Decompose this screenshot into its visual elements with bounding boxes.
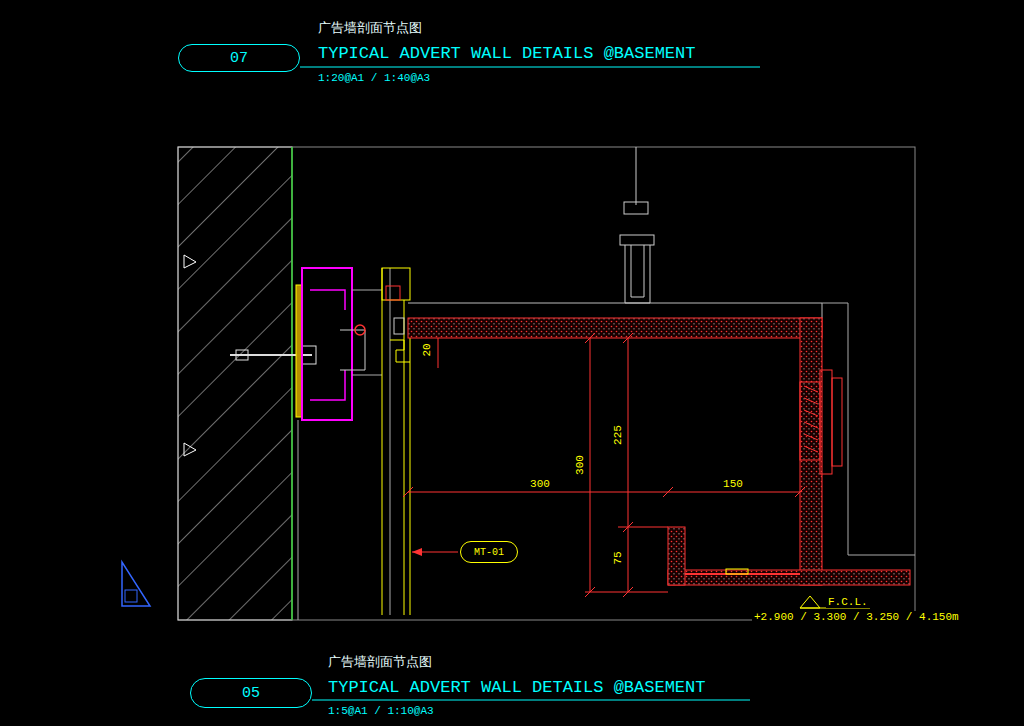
node-text: 05 <box>242 685 260 702</box>
dimension: 75 <box>612 549 624 566</box>
node-text: 07 <box>230 50 248 67</box>
scale-note: 1:20@A1 / 1:40@A3 <box>316 72 432 84</box>
title-english: TYPICAL ADVERT WALL DETAILS @BASEMENT <box>326 679 707 698</box>
node-text: MT-01 <box>474 547 504 558</box>
detail-number-pill: 05 <box>190 678 312 708</box>
dimension: 150 <box>721 478 745 490</box>
title-chinese: 广告墙剖面节点图 <box>316 22 424 36</box>
scale-note: 1:5@A1 / 1:10@A3 <box>326 705 436 717</box>
title-chinese: 广告墙剖面节点图 <box>326 656 434 670</box>
level-value: +2.900 / 3.300 / 3.250 / 4.150m <box>752 611 961 623</box>
detail-number-pill: 07 <box>178 44 300 72</box>
dimension: 225 <box>612 423 624 447</box>
material-tag: MT-01 <box>460 541 518 563</box>
dimension: 300 <box>574 453 586 477</box>
level-mark: F.C.L. <box>826 596 870 608</box>
dimension: 20 <box>421 341 433 358</box>
dimension: 300 <box>528 478 552 490</box>
title-english: TYPICAL ADVERT WALL DETAILS @BASEMENT <box>316 45 697 64</box>
